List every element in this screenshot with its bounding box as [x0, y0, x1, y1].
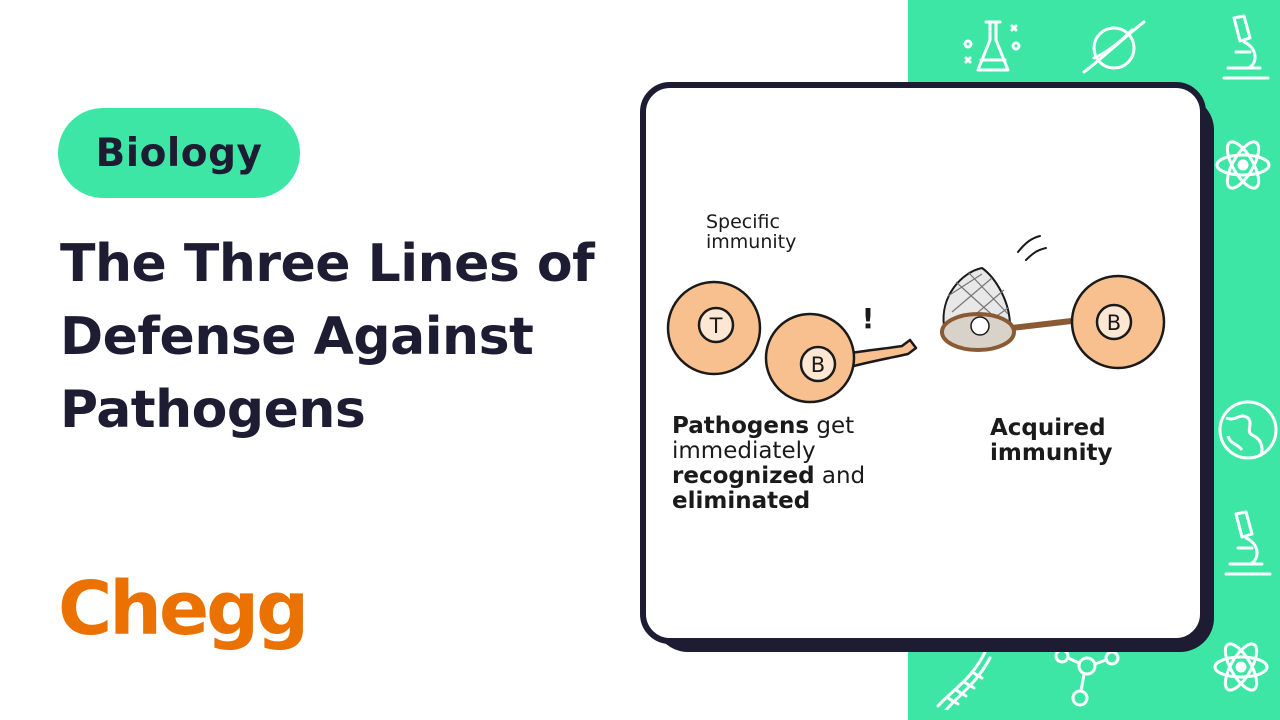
planet-icon: [1078, 12, 1150, 84]
caption-word-eliminated: eliminated: [672, 488, 811, 514]
caption-text-get: get immediately: [672, 413, 855, 464]
b-cell-label: B: [1107, 311, 1121, 335]
b-cell-holding-net: B: [1070, 274, 1166, 370]
flask-icon: [958, 14, 1028, 84]
caption-word-pathogens: Pathogens: [672, 413, 810, 439]
b-cell-pointing: B !: [764, 302, 918, 404]
b-cell-label: B: [811, 353, 825, 377]
caption-acquired-immunity: Acquired immunity: [990, 415, 1113, 466]
caption-text-and: and: [814, 463, 866, 489]
atom-icon: [1208, 130, 1278, 200]
caption-word-recognized: recognized: [672, 463, 815, 489]
microscope-icon: [1206, 508, 1276, 580]
t-cell: T: [666, 280, 762, 376]
caption-specific-immunity: Specific immunity: [706, 211, 797, 253]
category-badge-label: Biology: [95, 130, 263, 176]
alert-mark: !: [862, 302, 875, 335]
category-badge: Biology: [58, 108, 300, 198]
net-catching-pathogen: [940, 235, 1083, 352]
page-title: The Three Lines of Defense Against Patho…: [60, 234, 595, 440]
globe-icon: [1212, 390, 1280, 470]
immunity-illustration: T B ! B: [666, 235, 1166, 404]
microscope-icon: [1204, 12, 1274, 84]
caption-recognized: Pathogens get immediately recognized and…: [672, 414, 902, 514]
atom-icon: [1206, 632, 1276, 702]
dna-icon: [932, 640, 992, 710]
t-cell-label: T: [709, 314, 723, 338]
brand-logo: Chegg: [58, 566, 309, 652]
